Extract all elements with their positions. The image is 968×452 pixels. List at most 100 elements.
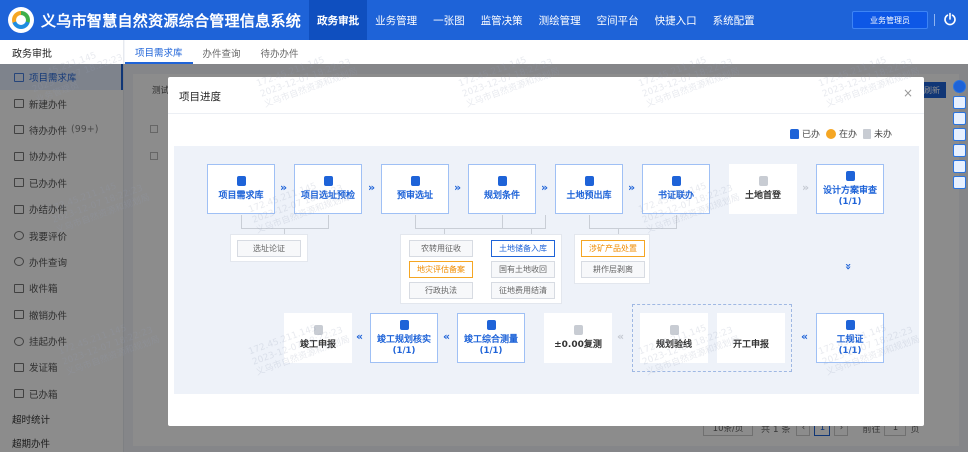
nav-item-onemap[interactable]: 一张图 <box>433 14 465 27</box>
folder-icon <box>14 151 24 161</box>
flow-arrow-icon: « <box>617 330 625 343</box>
search-icon <box>14 257 24 267</box>
power-icon[interactable] <box>943 12 957 26</box>
modal-title: 项目进度 <box>179 91 221 103</box>
parallel-group <box>632 304 792 372</box>
sidebar-item-inbox[interactable]: 收件箱 <box>0 275 123 301</box>
total-count: 共 1 条 <box>761 424 791 435</box>
done-status-icon <box>671 176 681 186</box>
nav-item-survey[interactable]: 测绘管理 <box>538 14 581 27</box>
sidebar-item-assist[interactable]: 协办办件 <box>0 143 123 169</box>
add-icon[interactable] <box>953 80 966 93</box>
sidebar-item-finished[interactable]: 办结办件 <box>0 196 123 222</box>
done-status-icon <box>323 176 333 186</box>
tab-todo[interactable]: 待办办件 <box>260 49 299 60</box>
doc-icon[interactable] <box>953 112 966 125</box>
image-icon[interactable] <box>953 144 966 157</box>
sub-task-site-argument[interactable]: 选址论证 <box>237 240 301 257</box>
flow-node-completion-verify[interactable]: 竣工规划核实(1/1) <box>370 313 438 363</box>
chart-icon[interactable] <box>953 128 966 141</box>
sidebar-item-label: 待办办件 <box>29 125 68 137</box>
sidebar-item-timeout-stats[interactable]: 超时统计 <box>12 415 51 427</box>
flow-node-completion-declare[interactable]: 竣工申报 <box>284 313 352 363</box>
sidebar-item-done[interactable]: 已办办件 <box>0 170 123 196</box>
right-toolbar <box>951 80 968 189</box>
sidebar-item-suspend[interactable]: 挂起办件 <box>0 328 123 354</box>
todo-status-icon <box>669 325 679 335</box>
connector <box>328 215 329 228</box>
tab-project-library[interactable]: 项目需求库 <box>125 42 193 64</box>
flow-arrow-icon: » <box>628 181 636 194</box>
flow-arrow-icon: « <box>443 330 451 343</box>
nav-item-supervision[interactable]: 监管决策 <box>480 14 523 27</box>
nav-item-business[interactable]: 业务管理 <box>375 14 418 27</box>
flow-node-planning-conditions[interactable]: 规划条件 <box>468 164 536 214</box>
sidebar-item-label: 已办办件 <box>29 178 68 190</box>
row-checkbox[interactable] <box>150 125 158 133</box>
sidebar-item-label: 收件箱 <box>29 284 58 296</box>
sub-task-topsoil-stripping[interactable]: 耕作层剥离 <box>581 261 645 278</box>
star-icon <box>14 231 24 241</box>
todo-status-icon <box>573 325 583 335</box>
sidebar-item-done-box[interactable]: 已办箱 <box>0 381 123 407</box>
flow-node-zero-resurvey[interactable]: ±0.00复测 <box>544 313 612 363</box>
sidebar-item-evaluate[interactable]: 我要评价 <box>0 222 123 248</box>
flow-node-project-library[interactable]: 项目需求库 <box>207 164 275 214</box>
top-bar: 义乌市智慧自然资源综合管理信息系统 政务审批 业务管理 一张图 监管决策 测绘管… <box>0 0 968 40</box>
sub-task-farmland-conversion[interactable]: 农转用征收 <box>409 240 473 257</box>
sidebar-item-query[interactable]: 办件查询 <box>0 249 123 275</box>
tab-query[interactable]: 办件查询 <box>202 49 241 60</box>
flow-arrow-icon: » <box>541 181 549 194</box>
flow-node-construction-start[interactable]: 开工申报 <box>717 313 785 363</box>
sub-task-mining-disposal[interactable]: 涉矿产品处置 <box>581 240 645 257</box>
node-label: 预审选址 <box>396 191 433 201</box>
node-label: 工规证 <box>836 335 864 345</box>
progress-flow: 项目需求库 » 项目选址预检 » 预审选址 » 规划条件 » 土地预出库 » 书… <box>174 146 919 394</box>
sidebar-item-revoke[interactable]: 撤销办件 <box>0 302 123 328</box>
flow-node-land-pre-release[interactable]: 土地预出库 <box>555 164 623 214</box>
sidebar-item-todo[interactable]: 待办办件(99+) <box>0 117 123 143</box>
done-status-icon <box>584 176 594 186</box>
flow-node-design-review[interactable]: 设计方案审查(1/1) <box>816 164 884 214</box>
refresh-button[interactable]: 刷新 <box>918 82 946 98</box>
folder-icon <box>14 310 24 320</box>
node-label: 开工申报 <box>732 340 769 350</box>
sidebar-item-overdue[interactable]: 超期办件 <box>12 439 51 451</box>
close-icon[interactable]: × <box>903 86 914 100</box>
app-title: 义乌市智慧自然资源综合管理信息系统 <box>41 11 302 30</box>
user-button[interactable]: 业务管理员 <box>852 11 928 29</box>
sub-task-land-recovery[interactable]: 国有土地收回 <box>491 261 555 278</box>
sidebar-item-label: 办件查询 <box>29 257 68 269</box>
sub-task-law-enforcement[interactable]: 行政执法 <box>409 282 473 299</box>
todo-status-icon <box>313 325 323 335</box>
sidebar-item-new[interactable]: 新建办件 <box>0 90 123 116</box>
sub-task-fee-settlement[interactable]: 征地费用结清 <box>491 282 555 299</box>
page-unit: 页 <box>910 424 920 435</box>
user-icon[interactable] <box>953 176 966 189</box>
count-badge: (99+) <box>71 124 99 136</box>
node-label: 项目选址预检 <box>300 191 355 201</box>
divider <box>168 113 924 114</box>
done-status-icon <box>399 320 409 330</box>
nav-item-spatial[interactable]: 空间平台 <box>596 14 639 27</box>
node-count: (1/1) <box>479 346 503 356</box>
flow-arrow-icon: « <box>801 330 809 343</box>
flow-node-completion-survey[interactable]: 竣工综合测量(1/1) <box>457 313 525 363</box>
flow-node-planning-permit[interactable]: 工规证(1/1) <box>816 313 884 363</box>
flow-node-site-precheck[interactable]: 项目选址预检 <box>294 164 362 214</box>
file-icon[interactable] <box>953 160 966 173</box>
flow-node-planning-line-check[interactable]: 规划验线 <box>640 313 708 363</box>
flow-node-joint-certificate[interactable]: 书证联办 <box>642 164 710 214</box>
sidebar: 政务审批 项目需求库 新建办件 待办办件(99+) 协办办件 已办办件 办结办件… <box>0 40 124 452</box>
sub-task-land-reserve[interactable]: 土地储备入库 <box>491 240 555 257</box>
nav-item-quick[interactable]: 快捷入口 <box>654 14 697 27</box>
row-checkbox[interactable] <box>150 152 158 160</box>
flow-node-pre-review[interactable]: 预审选址 <box>381 164 449 214</box>
flow-node-land-first-registration[interactable]: 土地首登 <box>729 164 797 214</box>
nav-item-approval[interactable]: 政务审批 <box>309 0 368 40</box>
nav-item-config[interactable]: 系统配置 <box>712 14 755 27</box>
sidebar-item-project-library[interactable]: 项目需求库 <box>0 64 123 91</box>
edit-icon[interactable] <box>953 96 966 109</box>
sub-task-geohazard-filing[interactable]: 地灾评估备案 <box>409 261 473 278</box>
sidebar-item-certificate[interactable]: 发证箱 <box>0 354 123 380</box>
